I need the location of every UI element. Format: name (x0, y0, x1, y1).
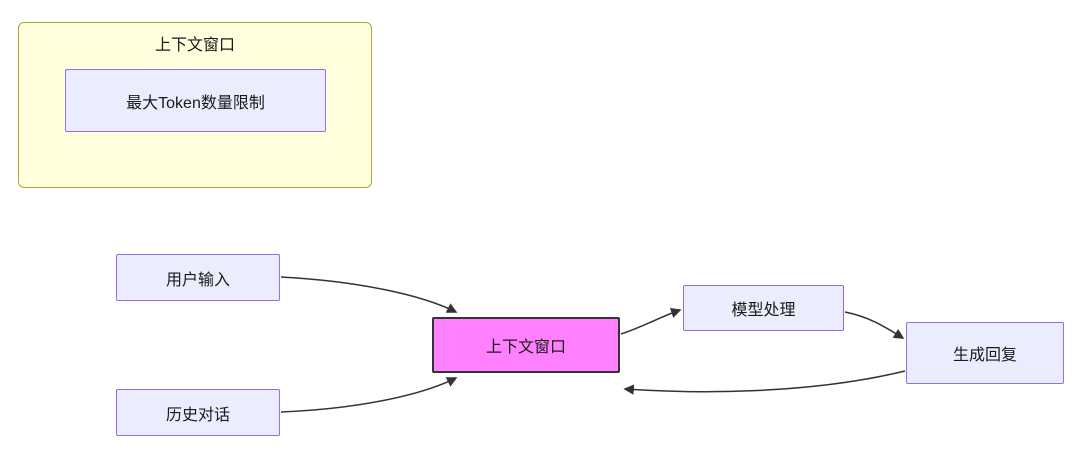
node-history-dialog: 历史对话 (116, 389, 280, 436)
node-context-window: 上下文窗口 (432, 317, 620, 373)
edge-reply-back-to-context-window (623, 370, 906, 395)
node-generate-reply: 生成回复 (906, 322, 1064, 384)
edge-model-to-reply (844, 311, 905, 339)
node-user-input: 用户输入 (116, 254, 280, 301)
edge-context-window-to-model (620, 307, 682, 335)
node-max-token-limit: 最大Token数量限制 (65, 69, 326, 132)
node-model-processing: 模型处理 (683, 285, 844, 331)
edge-user-input-to-context-window (280, 276, 458, 313)
subgraph-context-window: 上下文窗口 最大Token数量限制 (18, 22, 372, 188)
subgraph-title: 上下文窗口 (154, 37, 235, 54)
edge-history-to-context-window (280, 377, 458, 413)
